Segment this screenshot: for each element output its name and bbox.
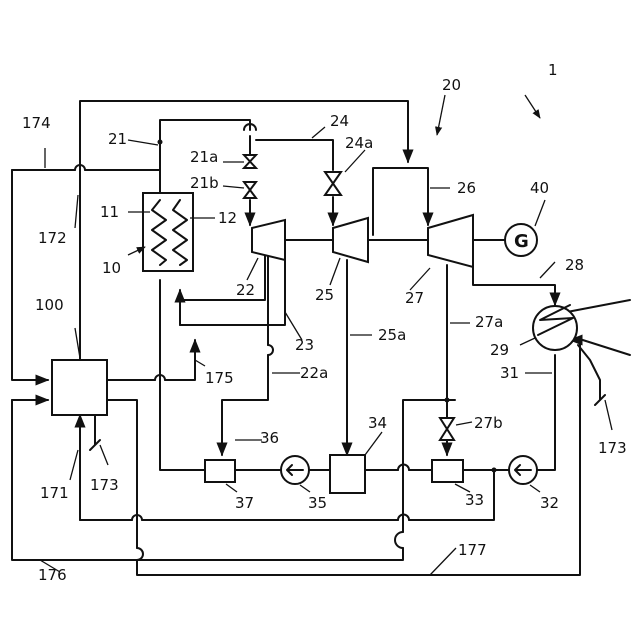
- label-25: 25: [315, 286, 334, 304]
- label-11: 11: [100, 203, 119, 221]
- label-175: 175: [205, 369, 234, 387]
- label-28: 28: [565, 256, 584, 274]
- junction-dot-3: [492, 468, 497, 473]
- label-34: 34: [368, 414, 387, 432]
- line-28: [473, 260, 555, 305]
- label-177: 177: [458, 541, 487, 559]
- label-174: 174: [22, 114, 51, 132]
- turbine-27: [428, 215, 473, 267]
- junction-dot-2: [445, 398, 450, 403]
- line-left-to-100: [12, 170, 48, 380]
- label-36: 36: [260, 429, 279, 447]
- turbine-22: [252, 220, 285, 260]
- label-40: 40: [530, 179, 549, 197]
- tank-34: [330, 455, 365, 493]
- label-31: 31: [500, 364, 519, 382]
- line-173-stub: [90, 415, 100, 450]
- label-26: 26: [457, 179, 476, 197]
- casing-26: [373, 168, 428, 235]
- label-173-left: 173: [90, 476, 119, 494]
- valve-27b: [440, 418, 454, 440]
- valve-21b: [244, 182, 256, 198]
- label-29: 29: [490, 341, 509, 359]
- label-21b: 21b: [190, 174, 219, 192]
- valve-21a: [244, 155, 256, 168]
- label-37: 37: [235, 494, 254, 512]
- label-27: 27: [405, 289, 424, 307]
- label-100: 100: [35, 296, 64, 314]
- valve-24a: [325, 172, 341, 195]
- label-35: 35: [308, 494, 327, 512]
- label-22a: 22a: [300, 364, 328, 382]
- label-27a: 27a: [475, 313, 503, 331]
- label-32: 32: [540, 494, 559, 512]
- label-24a: 24a: [345, 134, 373, 152]
- label-12: 12: [218, 209, 237, 227]
- label-171: 171: [40, 484, 69, 502]
- label-1: 1: [548, 61, 558, 79]
- label-173-right: 173: [598, 439, 627, 457]
- label-10: 10: [102, 259, 121, 277]
- label-27b: 27b: [474, 414, 503, 432]
- line-100-out: [108, 340, 195, 380]
- label-21: 21: [108, 130, 127, 148]
- label-20: 20: [442, 76, 461, 94]
- junction-dot-1: [158, 140, 163, 145]
- line-173: [578, 345, 605, 405]
- generator-label: G: [514, 231, 529, 252]
- label-33: 33: [465, 491, 484, 509]
- heater-33: [432, 460, 463, 482]
- label-24: 24: [330, 112, 349, 130]
- controller-100: [52, 360, 107, 415]
- line-24: [256, 140, 333, 225]
- label-25a: 25a: [378, 326, 406, 344]
- heater-37: [205, 460, 235, 482]
- turbine-25: [333, 218, 368, 262]
- label-21a: 21a: [190, 148, 218, 166]
- line-23: [180, 250, 285, 325]
- label-176: 176: [38, 566, 67, 584]
- label-172: 172: [38, 229, 67, 247]
- label-22: 22: [236, 281, 255, 299]
- label-23: 23: [295, 336, 314, 354]
